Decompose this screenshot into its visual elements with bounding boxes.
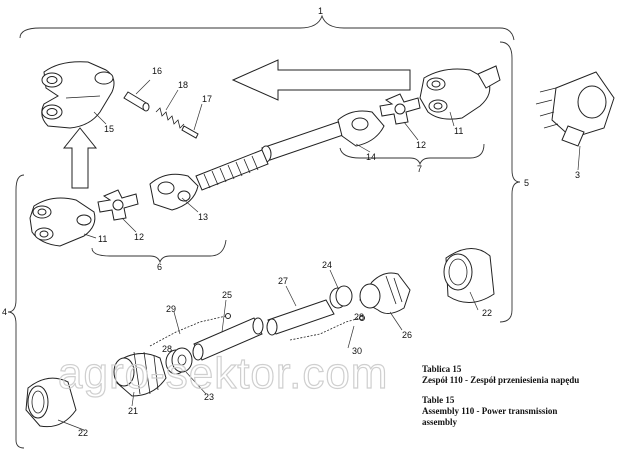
label-4: 4 <box>2 307 7 317</box>
spline-shaft-13 <box>149 149 269 211</box>
bearing-23 <box>165 347 193 375</box>
guard-cone-21 <box>113 351 167 397</box>
spring-18 <box>155 107 185 129</box>
label-17: 17 <box>202 94 212 104</box>
label-26: 26 <box>402 330 412 340</box>
label-22-right: 22 <box>482 308 492 318</box>
cross-12-top <box>379 93 421 125</box>
guard-cap-22-left <box>25 377 77 428</box>
label-12-bottom: 12 <box>134 232 144 242</box>
label-6: 6 <box>157 262 162 272</box>
label-11-top: 11 <box>454 126 463 136</box>
yoke-11-top <box>419 65 501 120</box>
caption-block: Tablica 15 Zespół 110 - Zespół przeniesi… <box>422 364 579 427</box>
leader-lines <box>57 79 581 431</box>
label-13: 13 <box>198 212 208 222</box>
yoke-11-bottom <box>29 197 96 247</box>
label-28-left: 28 <box>162 344 172 354</box>
arrow-up <box>62 127 98 189</box>
label-28-right: 28 <box>354 312 364 322</box>
brace-5 <box>499 41 521 323</box>
brace-7 <box>339 143 485 166</box>
caption-en-line2: assembly <box>422 417 458 427</box>
caption-pl-title: Tablica 15 <box>422 364 462 374</box>
watermark: agro-sektor.com <box>58 349 388 398</box>
label-5: 5 <box>524 178 529 188</box>
label-22-left: 22 <box>78 428 88 438</box>
caption-pl-subtitle: Zespół 110 - Zespół przeniesienia napędu <box>422 375 579 385</box>
arrow-left <box>231 59 411 101</box>
chain-30 <box>289 315 365 341</box>
label-18: 18 <box>178 80 188 90</box>
label-1: 1 <box>318 6 323 16</box>
caption-en-title: Table 15 <box>422 395 455 405</box>
label-24: 24 <box>322 260 332 270</box>
label-7: 7 <box>417 164 422 174</box>
cross-12-bottom <box>97 189 139 221</box>
brace-6 <box>91 239 227 264</box>
label-25: 25 <box>222 290 232 300</box>
guard-tube-25 <box>192 317 264 361</box>
pin-17 <box>181 125 199 139</box>
yoke-15 <box>41 61 115 129</box>
label-16: 16 <box>152 66 162 76</box>
label-27: 27 <box>278 276 288 286</box>
label-3: 3 <box>575 170 580 180</box>
label-14: 14 <box>366 152 376 162</box>
clutch-3 <box>535 71 615 147</box>
label-11-bottom: 11 <box>98 234 107 244</box>
brace-1 <box>19 14 515 41</box>
label-29: 29 <box>166 304 176 314</box>
caption-en-line1: Assembly 110 - Power transmission <box>422 406 557 416</box>
guard-tube-27 <box>266 299 335 336</box>
shaft-14 <box>260 110 385 163</box>
guard-cone-26 <box>359 272 411 314</box>
bearing-ring-24 <box>329 285 353 309</box>
label-21: 21 <box>128 406 138 416</box>
label-15: 15 <box>104 124 114 134</box>
label-30: 30 <box>352 346 362 356</box>
brace-4 <box>7 174 25 449</box>
label-23: 23 <box>204 392 214 402</box>
chain-29 <box>149 313 231 347</box>
guard-cap-22-right <box>443 248 495 303</box>
label-12-top: 12 <box>416 140 426 150</box>
pin-16 <box>123 91 150 112</box>
